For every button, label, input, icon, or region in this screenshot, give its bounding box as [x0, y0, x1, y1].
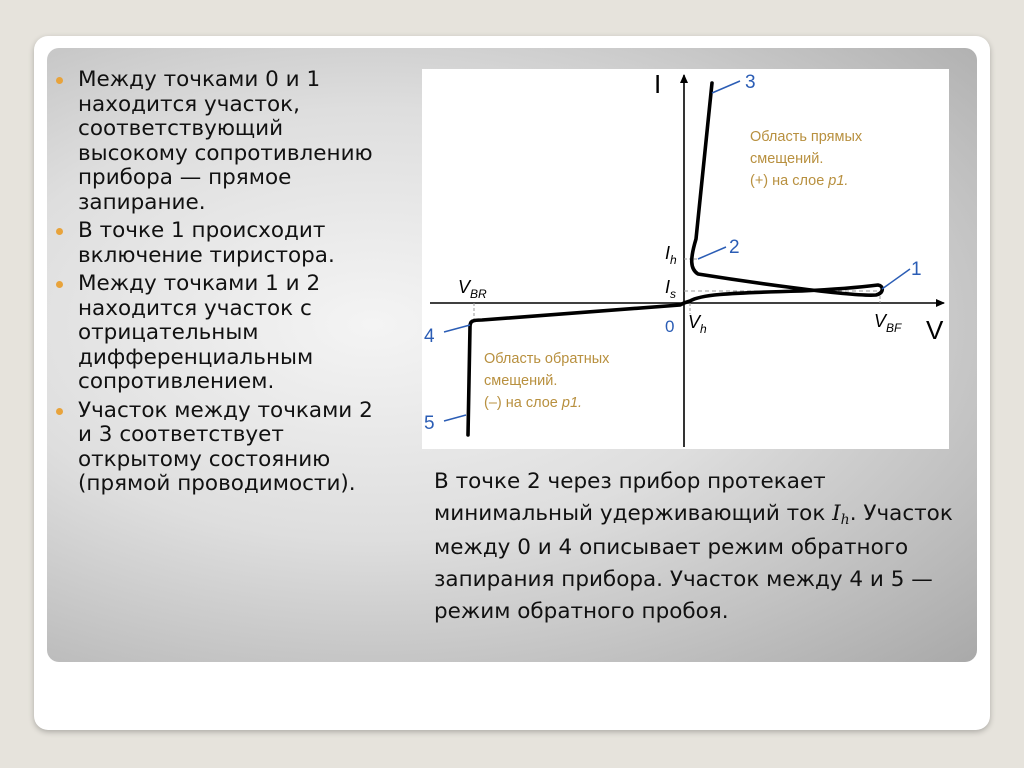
thyristor-iv-diagram: I V 0 1 2 3 4 5 Ih Is Vh VBF VBR Область…	[422, 69, 949, 449]
y-axis-label: I	[654, 69, 661, 99]
bullet-item: Между точками 0 и 1 находится участок, с…	[56, 67, 378, 215]
bullet-item: Между точками 1 и 2 находится участок с …	[56, 271, 378, 395]
pointer-4	[443, 324, 471, 333]
origin-label: 0	[665, 317, 674, 336]
caption-part-2: . Участок между 0 и 4 описывает режим об…	[434, 501, 953, 624]
vh-label: Vh	[688, 312, 707, 336]
vbf-label: VBF	[874, 311, 902, 335]
iv-curve	[466, 81, 885, 437]
bullet-item: Участок между точками 2 и 3 соответствуе…	[56, 398, 378, 497]
is-label: Is	[665, 277, 676, 301]
iv-characteristic-svg: I V 0 1 2 3 4 5 Ih Is Vh VBF VBR Область…	[424, 69, 945, 447]
ih-symbol: Ih	[832, 501, 850, 528]
forward-region-label: Область прямых смещений. (+) на слое p1.	[750, 129, 866, 189]
pointer-3	[711, 80, 741, 94]
bullet-list: Между точками 0 и 1 находится участок, с…	[56, 67, 378, 501]
point-3-label: 3	[745, 72, 756, 93]
pointer-2	[697, 246, 727, 260]
ih-label: Ih	[665, 243, 677, 267]
pointer-5	[443, 414, 467, 422]
bullet-item: В точке 1 происходит включение тиристора…	[56, 218, 378, 268]
point-1-label: 1	[911, 259, 922, 280]
caption-text: В точке 2 через прибор протекает минимал…	[434, 466, 964, 628]
caption-part-1: В точке 2 через прибор протекает минимал…	[434, 469, 833, 526]
point-5-label: 5	[424, 413, 435, 434]
point-4-label: 4	[424, 326, 435, 347]
x-axis-label: V	[926, 315, 944, 345]
point-2-label: 2	[729, 237, 740, 258]
pointer-1	[881, 268, 911, 290]
vbr-label: VBR	[458, 277, 487, 301]
reverse-region-label: Область обратных смещений. (–) на слое p…	[484, 351, 613, 411]
